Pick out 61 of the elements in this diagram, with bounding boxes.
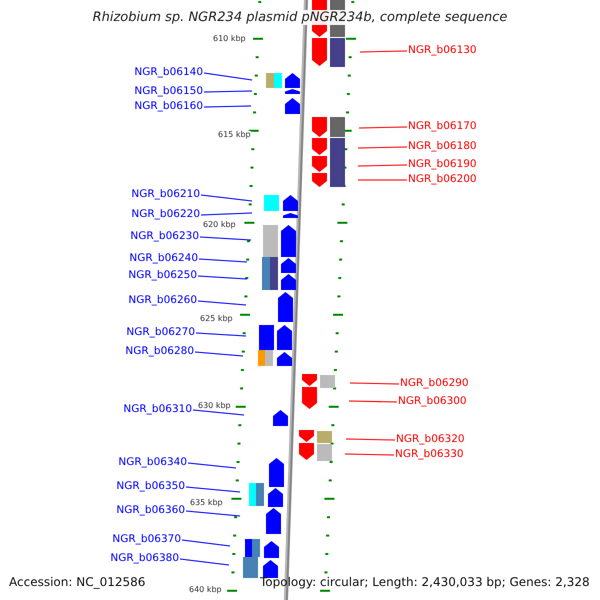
gene-label: NGR_b06210 (131, 189, 200, 200)
gene-label: NGR_b06180 (408, 141, 477, 152)
leader-line (200, 194, 252, 202)
gene-label: NGR_b06220 (131, 209, 200, 220)
gene-label: NGR_b06270 (126, 327, 195, 338)
leader-line (192, 410, 244, 416)
gene-label: NGR_b06320 (396, 434, 465, 444)
leader-line (346, 438, 396, 440)
gene-label: NGR_b06170 (408, 121, 477, 132)
leader-line (186, 510, 240, 516)
accession-text: Accession: NC_012586 (9, 576, 146, 588)
gene-label: NGR_b06140 (134, 67, 203, 78)
leader-line (194, 352, 244, 356)
leader-line (198, 300, 246, 306)
leader-line (204, 106, 252, 108)
leader-line (186, 486, 240, 492)
gene-label: NGR_b06330 (395, 449, 464, 460)
leader-line (200, 236, 252, 240)
gene-label: NGR_b06240 (129, 253, 198, 264)
leader-line (204, 72, 252, 80)
gene-label: NGR_b06160 (134, 101, 203, 112)
leader-line (198, 258, 248, 262)
leader-line (196, 332, 246, 336)
summary-text: Topology: circular; Length: 2,430,033 bp; Genes: 2,328 (260, 576, 590, 588)
leader-line (358, 126, 408, 128)
gene-label: NGR_b06260 (128, 295, 197, 306)
gene-label: NGR_b06230 (130, 231, 199, 242)
leader-line (182, 540, 230, 546)
gene-label: NGR_b06300 (398, 396, 467, 406)
gene-label: NGR_b06360 (116, 505, 185, 516)
scale-label: 630 kbp (198, 402, 231, 410)
leader-line (348, 400, 398, 402)
leader-line (204, 90, 252, 92)
gene-label: NGR_b06340 (118, 457, 187, 468)
gene-label: NGR_b06190 (408, 159, 477, 170)
leader-line (358, 164, 408, 166)
scale-label: 615 kbp (218, 131, 251, 139)
gene-label: NGR_b06370 (112, 534, 181, 544)
gene-label: NGR_b06200 (408, 174, 477, 184)
leader-line (200, 212, 252, 216)
gene-label: NGR_b06310 (123, 404, 192, 414)
gene-label: NGR_b06380 (110, 553, 179, 564)
leader-line (344, 454, 394, 456)
scale-label: 635 kbp (190, 499, 223, 507)
gene-label: NGR_b06290 (400, 378, 469, 388)
gene-label: NGR_b06130 (408, 45, 477, 56)
scale-label: 625 kbp (200, 315, 233, 323)
scale-label: 610 kbp (213, 35, 246, 43)
leader-line (360, 50, 408, 52)
title: Rhizobium sp. NGR234 plasmid pNGR234b, complete sequence (90, 10, 510, 25)
scale-label: 640 kbp (189, 586, 222, 594)
scale-label: 620 kbp (203, 221, 236, 229)
gene-label: NGR_b06250 (128, 270, 197, 280)
leader-line (350, 382, 400, 384)
gene-label: NGR_b06280 (125, 346, 194, 356)
leader-line (180, 558, 230, 566)
gene-label: NGR_b06350 (116, 481, 185, 492)
leader-line (198, 276, 248, 280)
gene-label: NGR_b06150 (134, 86, 203, 96)
leader-line (358, 146, 408, 148)
leader-line (188, 462, 236, 468)
